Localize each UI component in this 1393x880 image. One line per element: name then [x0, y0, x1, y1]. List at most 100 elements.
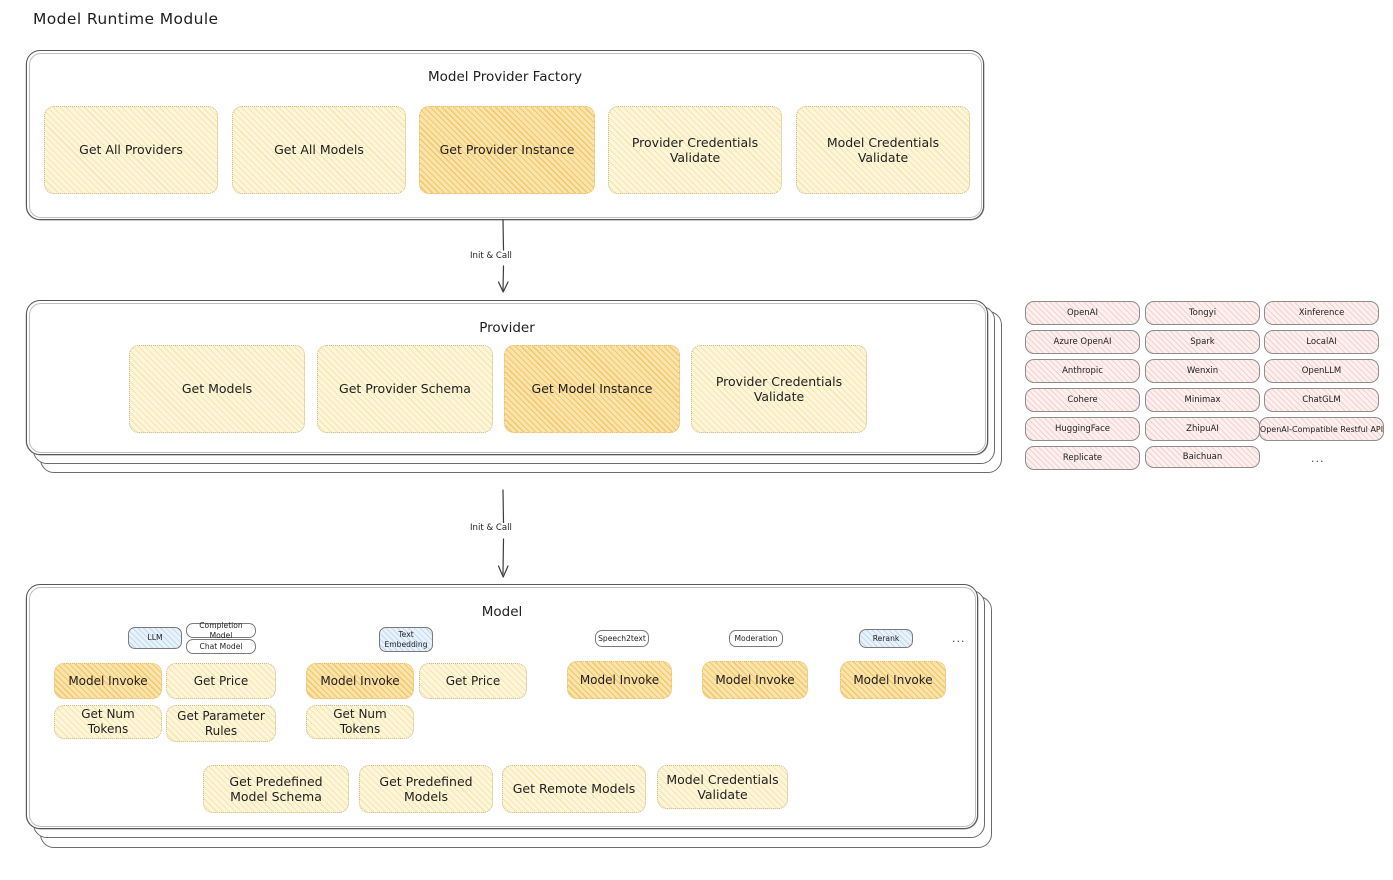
model-subtag-completion-model[interactable]: Completion Model	[186, 621, 256, 640]
provider-tag-label: Wenxin	[1186, 366, 1219, 376]
provider-node-get-model-instance[interactable]: Get Model Instance	[504, 345, 680, 433]
provider-list-more-ellipsis: ...	[1311, 452, 1325, 465]
llm-node-get-price[interactable]: Get Price	[166, 663, 276, 699]
model-subtag-label: Completion Model	[199, 621, 243, 640]
node-label: Model Invoke	[715, 672, 795, 687]
provider-tag-wenxin[interactable]: Wenxin	[1145, 359, 1260, 383]
model-title: Model	[481, 604, 523, 620]
text-embedding-node-model-invoke[interactable]: Model Invoke	[306, 663, 414, 699]
node-label: Get Model Instance	[531, 381, 653, 397]
provider-tag-chatglm[interactable]: ChatGLM	[1264, 388, 1379, 412]
model-types-more-ellipsis: ...	[952, 632, 966, 645]
node-label: Get Price	[445, 673, 501, 688]
model-type-tag-label: LLM	[147, 633, 163, 643]
provider-node-get-models[interactable]: Get Models	[129, 345, 305, 433]
arrow-label: Init & Call	[467, 523, 515, 533]
model-node-get-predefined-models[interactable]: Get Predefined Models	[359, 765, 493, 813]
page-title: Model Runtime Module	[33, 10, 219, 28]
provider-tag-huggingface[interactable]: HuggingFace	[1025, 417, 1140, 441]
node-label: Model Invoke	[68, 673, 148, 688]
provider-tag-cohere[interactable]: Cohere	[1025, 388, 1140, 412]
factory-node-provider-credentials-validate[interactable]: Provider Credentials Validate	[608, 106, 782, 194]
node-label: Get Predefined Models	[379, 773, 473, 804]
model-type-tag-llm[interactable]: LLM	[128, 627, 182, 649]
node-label: Get All Models	[274, 142, 364, 158]
provider-tag-label: Xinference	[1298, 308, 1345, 318]
provider-node-get-provider-schema[interactable]: Get Provider Schema	[317, 345, 493, 433]
model-type-tag-moderation[interactable]: Moderation	[729, 630, 783, 647]
model-type-tag-label: Speech2text	[598, 633, 646, 643]
provider-tag-openai[interactable]: OpenAI	[1025, 301, 1140, 325]
llm-node-model-invoke[interactable]: Model Invoke	[54, 663, 162, 699]
provider-tag-anthropic[interactable]: Anthropic	[1025, 359, 1140, 383]
rerank-node-model-invoke[interactable]: Model Invoke	[840, 661, 946, 699]
provider-tag-spark[interactable]: Spark	[1145, 330, 1260, 354]
model-type-tag-rerank[interactable]: Rerank	[859, 629, 913, 648]
node-label: Provider Credentials Validate	[631, 134, 759, 165]
model-type-tag-label: Rerank	[872, 633, 900, 643]
provider-tag-label: OpenLLM	[1301, 366, 1342, 376]
model-provider-factory-title: Model Provider Factory	[427, 69, 582, 85]
node-label: Model Credentials Validate	[826, 134, 940, 165]
provider-tag-label: Minimax	[1184, 395, 1221, 405]
provider-tag-label: Azure OpenAI	[1053, 337, 1112, 347]
factory-node-get-all-providers[interactable]: Get All Providers	[44, 106, 218, 194]
provider-tag-label: Cohere	[1067, 395, 1098, 405]
text-embedding-node-get-price[interactable]: Get Price	[419, 663, 527, 699]
model-type-tag-speech2text[interactable]: Speech2text	[595, 630, 649, 647]
provider-tag-openai-compatible-restful-api[interactable]: OpenAI-Compatible Restful API	[1259, 417, 1384, 441]
arrow-svg	[497, 489, 509, 578]
provider-tag-label: ChatGLM	[1302, 395, 1341, 405]
node-label: Get Num Tokens	[81, 707, 135, 736]
model-node-get-remote-models[interactable]: Get Remote Models	[502, 765, 646, 813]
factory-node-get-all-models[interactable]: Get All Models	[232, 106, 406, 194]
arrow-factory-to-provider: Init & Call	[467, 219, 600, 300]
model-type-tag-label: Text Embedding	[384, 630, 428, 649]
provider-tag-label: Tongyi	[1188, 308, 1217, 318]
node-label: Get Price	[193, 673, 249, 688]
model-type-tag-label: Moderation	[734, 633, 778, 643]
provider-tag-localai[interactable]: LocalAI	[1264, 330, 1379, 354]
node-label: Model Invoke	[320, 673, 400, 688]
model-type-tag-text-embedding[interactable]: Text Embedding	[379, 627, 433, 652]
node-label: Provider Credentials Validate	[715, 373, 843, 404]
node-label: Model Invoke	[853, 672, 933, 687]
provider-tag-label: Spark	[1190, 337, 1215, 347]
node-label: Get Predefined Model Schema	[229, 773, 323, 804]
node-label: Get Remote Models	[512, 781, 636, 797]
provider-tag-replicate[interactable]: Replicate	[1025, 446, 1140, 470]
provider-tag-label: ZhipuAI	[1186, 424, 1219, 434]
factory-node-get-provider-instance[interactable]: Get Provider Instance	[419, 106, 595, 194]
provider-tag-label: LocalAI	[1306, 337, 1337, 347]
provider-tag-label: OpenAI-Compatible Restful API	[1259, 424, 1384, 434]
llm-node-get-num-tokens[interactable]: Get Num Tokens	[54, 705, 162, 739]
moderation-node-model-invoke[interactable]: Model Invoke	[702, 661, 808, 699]
provider-tag-label: HuggingFace	[1055, 424, 1110, 434]
provider-tag-label: Baichuan	[1182, 452, 1223, 462]
text-embedding-node-get-num-tokens[interactable]: Get Num Tokens	[306, 705, 414, 739]
model-node-get-predefined-model-schema[interactable]: Get Predefined Model Schema	[203, 765, 349, 813]
node-label: Get Provider Instance	[439, 142, 575, 158]
provider-tag-xinference[interactable]: Xinference	[1264, 301, 1379, 325]
model-node-model-credentials-validate[interactable]: Model Credentials Validate	[657, 765, 788, 809]
speech2text-node-model-invoke[interactable]: Model Invoke	[567, 661, 672, 699]
model-subtag-chat-model[interactable]: Chat Model	[186, 639, 256, 654]
node-label: Get Parameter Rules	[177, 708, 265, 738]
provider-tag-openllm[interactable]: OpenLLM	[1264, 359, 1379, 383]
node-label: Get All Providers	[79, 142, 183, 158]
arrow-provider-to-model: Init & Call	[467, 489, 600, 585]
arrow-svg	[497, 219, 509, 293]
provider-tag-label: OpenAI	[1066, 308, 1099, 318]
provider-tag-azure-openai[interactable]: Azure OpenAI	[1025, 330, 1140, 354]
provider-tag-tongyi[interactable]: Tongyi	[1145, 301, 1260, 325]
provider-tag-baichuan[interactable]: Baichuan	[1145, 446, 1260, 468]
node-label: Model Invoke	[579, 672, 660, 687]
node-label: Get Models	[181, 381, 253, 397]
provider-tag-zhipuai[interactable]: ZhipuAI	[1145, 417, 1260, 441]
provider-tag-minimax[interactable]: Minimax	[1145, 388, 1260, 412]
provider-tag-label: Anthropic	[1062, 366, 1103, 376]
provider-node-provider-credentials-validate[interactable]: Provider Credentials Validate	[691, 345, 867, 433]
factory-node-model-credentials-validate[interactable]: Model Credentials Validate	[796, 106, 970, 194]
llm-node-get-parameter-rules[interactable]: Get Parameter Rules	[166, 705, 276, 742]
